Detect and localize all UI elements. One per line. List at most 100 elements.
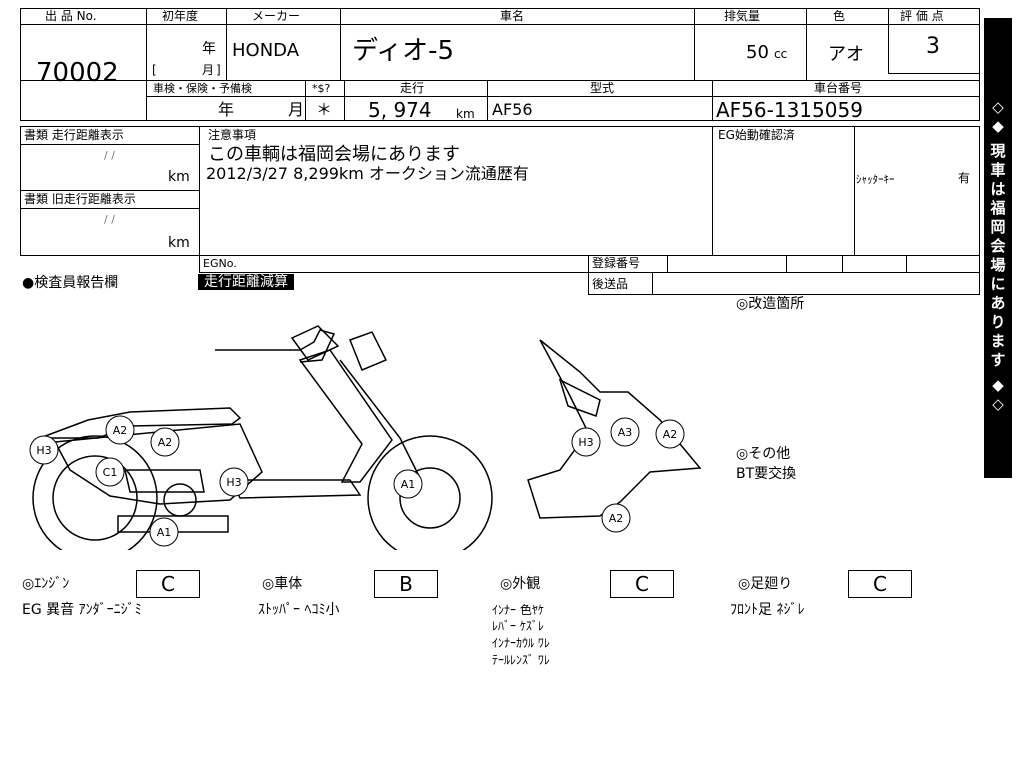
doc1-label: 書類 走行距離表示: [24, 128, 124, 142]
damage-tag-label: C1: [103, 466, 118, 479]
recycle-value: ＊: [316, 100, 333, 119]
other-value: BT要交換: [736, 466, 797, 482]
maker-label: メーカー: [252, 9, 301, 23]
exterior-note: ｲﾝﾅｰｶｳﾙ ﾜﾚ: [492, 636, 550, 650]
front-wheel-inner: [399, 467, 461, 529]
notes-line1: この車輌は福岡会場にあります: [208, 144, 460, 165]
damage-tag-circle: [601, 503, 631, 533]
displacement-value: 50: [746, 42, 769, 63]
model-label: 型式: [590, 81, 615, 95]
damage-tag-label: H3: [36, 444, 51, 457]
year-label: 初年度: [162, 9, 199, 23]
vehicle-name: ディオ-5: [352, 36, 455, 66]
divider: [888, 8, 889, 25]
side-banner-top-marks: ◇◆: [992, 98, 1004, 135]
divider: [906, 255, 907, 273]
divider: [652, 272, 653, 295]
damage-tag-label: A3: [618, 426, 633, 439]
shutter-key-value: 有: [958, 171, 971, 185]
scooter-side-view: [32, 325, 702, 550]
front-fork: [339, 359, 421, 479]
damage-tag-circle: [571, 427, 601, 457]
doc2-unit: km: [168, 235, 190, 251]
damage-tag: H3: [29, 435, 59, 465]
front-view-panel: [558, 378, 601, 417]
engine-grade-label: ◎ｴﾝｼﾞﾝ: [22, 576, 70, 592]
divider: [667, 255, 668, 273]
damage-tag: H3: [219, 467, 249, 497]
suspension-grade-label: ◎足廻り: [738, 576, 793, 592]
divider: [786, 255, 787, 273]
notes-line2: 2012/3/27 8,299km オークション流通歴有: [206, 164, 529, 183]
damage-tag-circle: [219, 467, 249, 497]
other-label: ◎その他: [736, 446, 791, 462]
score-value: 3: [926, 34, 940, 59]
body-grade-box: B: [374, 570, 438, 598]
divider: [842, 255, 843, 273]
inspection-label: 車検・保険・予備検: [153, 82, 252, 95]
side-banner-text: 現車は福岡会場にあります: [990, 142, 1006, 369]
damage-tag-circle: [150, 427, 180, 457]
registration-label: 登録番号: [592, 256, 641, 270]
damage-tag-label: A1: [401, 478, 416, 491]
damage-tag-circle: [393, 469, 423, 499]
lot-box: [20, 24, 147, 121]
divider: [226, 8, 227, 80]
damage-tag-circle: [95, 457, 125, 487]
damage-tag: A3: [610, 417, 640, 447]
exterior-note: ｲﾝﾅｰ 色ﾔｹ: [492, 603, 544, 617]
modified-parts-label: ◎改造箇所: [736, 296, 805, 312]
mileage-deduction-badge: 走行距離減算: [198, 274, 294, 290]
damage-tag: A2: [105, 415, 135, 445]
engine-case: [124, 469, 205, 493]
mileage-label: 走行: [400, 81, 425, 95]
bracket-close: ]: [216, 63, 221, 77]
divider: [340, 8, 341, 80]
damage-tag-circle: [149, 517, 179, 547]
divider: [20, 190, 200, 191]
scooter-diagram: A2 A2 H3 C1 H3 A1 A1 H3: [29, 325, 702, 550]
exterior-grade-label: ◎外観: [500, 576, 541, 592]
year-unit: 年: [202, 41, 216, 57]
handlebar: [215, 329, 336, 363]
score-box: [888, 24, 980, 74]
color-label: 色: [833, 9, 846, 23]
damage-tag: A1: [149, 517, 179, 547]
damage-tag-label: A2: [609, 512, 624, 525]
inspection-year: 年: [218, 100, 235, 119]
damage-tag-label: H3: [578, 436, 593, 449]
damage-tag: C1: [95, 457, 125, 487]
engine-check-label: EG始動確認済: [718, 128, 795, 142]
divider: [344, 80, 345, 120]
chassis-label: 車台番号: [814, 81, 863, 95]
divider: [20, 144, 200, 145]
mileage-value: 5, 974: [368, 98, 432, 122]
damage-tag-label: A2: [663, 428, 678, 441]
suspension-note: ﾌﾛﾝﾄ足 ﾈｼﾞﾚ: [730, 602, 805, 618]
score-label: 評 価 点: [900, 9, 944, 23]
divider: [487, 80, 488, 120]
damage-tag-label: H3: [226, 476, 241, 489]
body-grade-label: ◎車体: [262, 576, 303, 592]
chassis-value: AF56-1315059: [716, 98, 863, 122]
inspection-month: 月: [288, 100, 305, 119]
exterior-note: ﾚﾊﾞｰ ｹｽﾞﾚ: [492, 619, 544, 633]
rear-body: [53, 423, 263, 505]
delivery-strip: [588, 272, 980, 295]
engine-grade-box: C: [136, 570, 200, 598]
doc1-unit: km: [168, 169, 190, 185]
divider: [305, 80, 306, 120]
divider: [694, 8, 695, 80]
damage-tag-circle: [29, 435, 59, 465]
damage-tags: A2 A2 H3 C1 H3 A1 A1 H3: [29, 415, 685, 547]
mirror: [349, 331, 388, 371]
front-wheel: [367, 435, 493, 550]
color-value: アオ: [828, 44, 864, 65]
damage-tag: A2: [655, 419, 685, 449]
damage-tag-label: A1: [157, 526, 172, 539]
divider: [806, 8, 807, 80]
headlight: [290, 325, 340, 361]
damage-tag-circle: [105, 415, 135, 445]
divider: [20, 208, 200, 209]
displacement-label: 排気量: [724, 9, 761, 23]
